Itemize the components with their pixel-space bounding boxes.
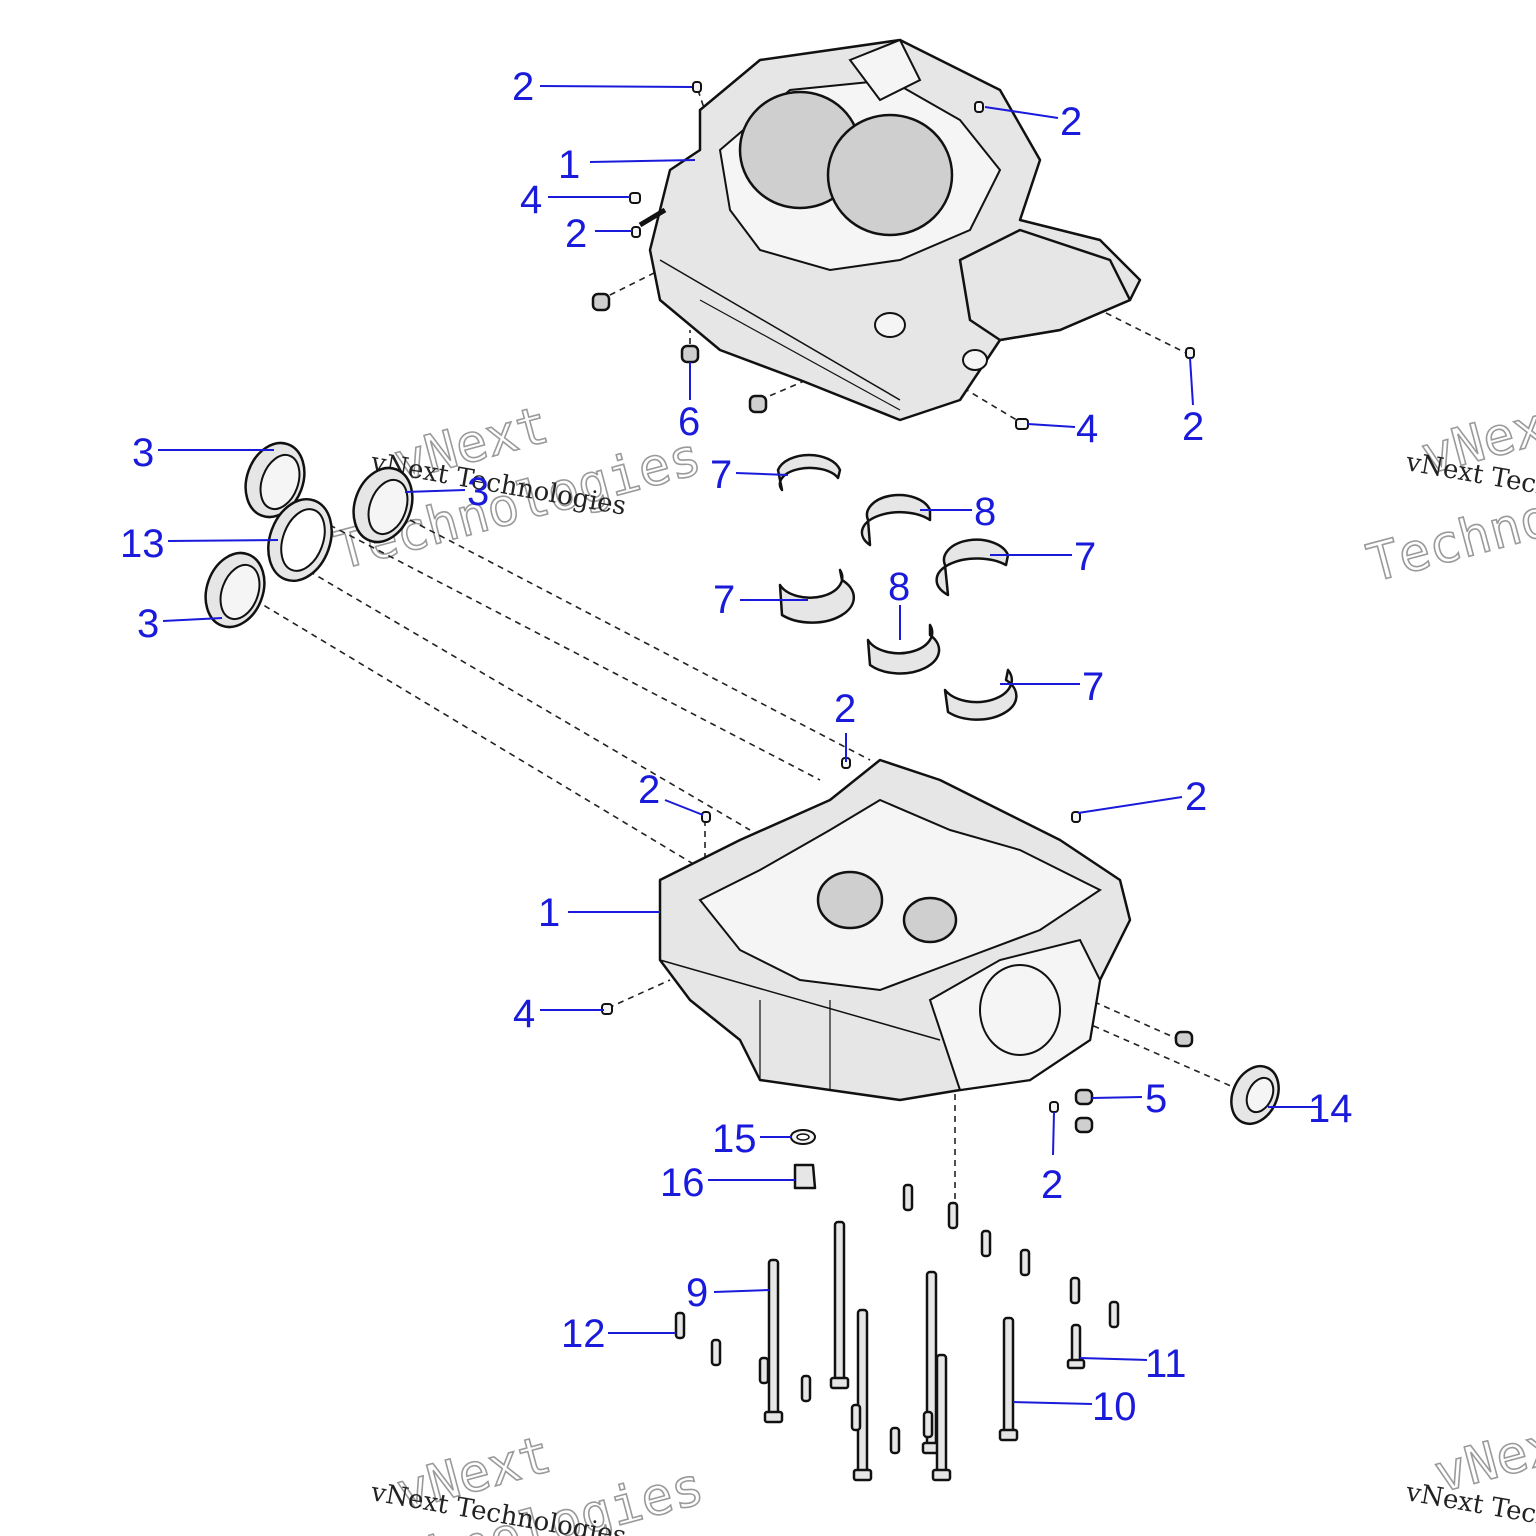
callout-5: 5 xyxy=(1145,1077,1167,1121)
dowel-pin-4 xyxy=(1185,347,1195,359)
grommet-1 xyxy=(591,292,611,312)
dowel-pin-7 xyxy=(1071,811,1081,823)
callout-8: 8 xyxy=(974,490,996,534)
callout-2: 2 xyxy=(638,768,660,812)
dowel-pin-3 xyxy=(631,226,641,238)
callout-10: 10 xyxy=(1092,1385,1137,1429)
callout-7: 7 xyxy=(713,578,735,622)
callout-15: 15 xyxy=(712,1117,757,1161)
shell-8b xyxy=(866,623,941,675)
callout-3: 3 xyxy=(132,431,154,475)
bolts xyxy=(674,1183,1120,1482)
long-bolt-a xyxy=(833,1220,846,1384)
callout-8: 8 xyxy=(888,565,910,609)
grommet-3 xyxy=(748,394,768,414)
shell-7d xyxy=(943,668,1018,721)
callout-labels: 2 2 1 4 2 6 4 2 3 3 13 3 7 8 7 7 8 7 2 2… xyxy=(120,65,1353,1429)
callout-12: 12 xyxy=(561,1312,606,1356)
callout-2: 2 xyxy=(1182,405,1204,449)
callout-9: 9 xyxy=(686,1271,708,1315)
long-bolt-d xyxy=(935,1353,948,1477)
callout-2: 2 xyxy=(565,212,587,256)
dowel-pin-1 xyxy=(692,81,702,93)
short-bolt-12 xyxy=(674,1311,686,1340)
plug-4a xyxy=(629,192,641,204)
plug-5b xyxy=(1074,1116,1094,1134)
upper-small-parts xyxy=(591,81,1195,430)
lower-crankcase xyxy=(658,758,1132,1102)
dowel-pin-6 xyxy=(701,811,711,823)
shell-7c xyxy=(778,568,856,624)
grommet-2 xyxy=(680,344,700,364)
callout-3: 3 xyxy=(137,602,159,646)
long-bolt-10 xyxy=(1002,1316,1015,1435)
drain-plug-16 xyxy=(793,1163,817,1190)
callout-7: 7 xyxy=(1074,535,1096,579)
callout-3: 3 xyxy=(467,470,489,514)
callout-1: 1 xyxy=(538,891,560,935)
long-bolt-b xyxy=(856,1308,869,1477)
shell-7a xyxy=(776,453,842,492)
plug-5 xyxy=(1074,1088,1094,1106)
shell-8a xyxy=(860,493,932,547)
callout-2: 2 xyxy=(1060,100,1082,144)
bearing-shells xyxy=(776,453,1018,721)
shell-7b xyxy=(935,538,1010,597)
upper-crankcase xyxy=(638,38,1142,422)
callout-14: 14 xyxy=(1308,1087,1353,1131)
callout-7: 7 xyxy=(710,453,732,497)
callout-7: 7 xyxy=(1082,665,1104,709)
cylinder-bore-right xyxy=(826,113,954,237)
callout-2: 2 xyxy=(1185,775,1207,819)
callout-4: 4 xyxy=(1076,407,1098,451)
callout-1: 1 xyxy=(558,143,580,187)
plug-4b xyxy=(1015,418,1029,430)
callout-4: 4 xyxy=(513,992,535,1036)
callout-2: 2 xyxy=(834,687,856,731)
callout-leaders xyxy=(158,85,1318,1405)
callout-6: 6 xyxy=(678,400,700,444)
callout-2: 2 xyxy=(1041,1163,1063,1207)
callout-13: 13 xyxy=(120,522,165,566)
callout-2: 2 xyxy=(512,65,534,109)
callout-16: 16 xyxy=(660,1161,705,1205)
callout-11: 11 xyxy=(1145,1342,1187,1386)
callout-4: 4 xyxy=(520,178,542,222)
dowel-pin-2 xyxy=(974,101,984,113)
seals-and-bearing xyxy=(204,441,414,629)
plug-5c xyxy=(1174,1030,1194,1048)
long-bolt-9 xyxy=(767,1258,780,1417)
dowel-pin-8 xyxy=(1049,1101,1059,1113)
